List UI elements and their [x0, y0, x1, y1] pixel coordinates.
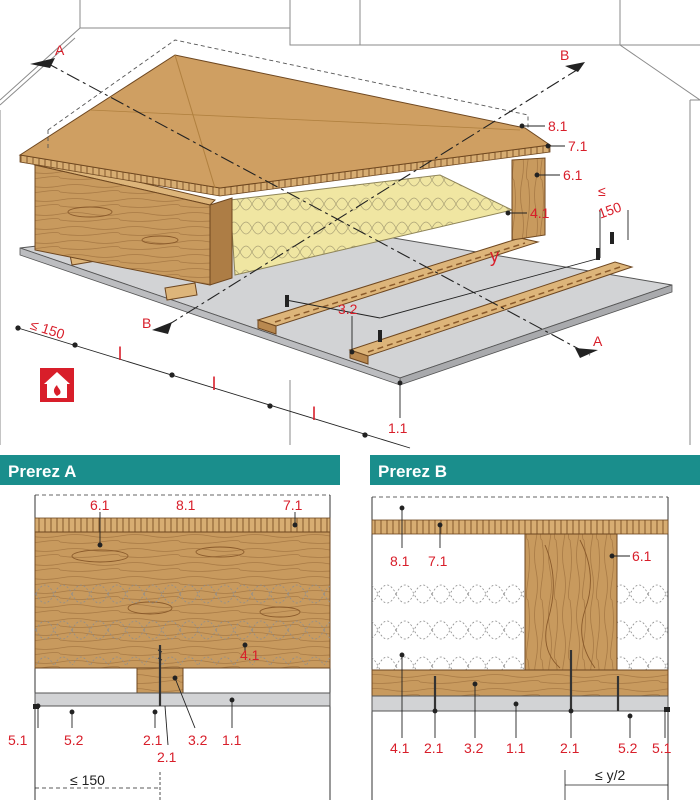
iso-label-8-1: 8.1	[548, 118, 568, 134]
iso-label-4-1: 4.1	[530, 205, 550, 221]
section-b-batten	[371, 669, 669, 697]
iso-label-3-2: 3.2	[338, 301, 358, 317]
section-b-drawing: 8.1 7.1 6.1 4.1 2.1 3.2 1.1 2.1 5.2 5.1 …	[371, 496, 672, 800]
iso-label-spacing-left: ≤ 150	[29, 316, 67, 342]
section-a-subfloor	[34, 517, 331, 533]
cut-label-a-top: A	[55, 42, 65, 58]
iso-label-1-1: 1.1	[388, 420, 408, 436]
section-b-label-8-1: 8.1	[390, 553, 410, 569]
cut-label-a-bottom: A	[593, 333, 603, 349]
section-a-label-8-1: 8.1	[176, 497, 196, 513]
iso-leaders	[349, 123, 565, 418]
section-a-label-2-1-b: 2.1	[157, 749, 177, 765]
iso-label-spacing-val: 150	[596, 199, 624, 222]
section-a-drawing: 6.1 8.1 7.1 4.1 5.1 5.2 2.1 2.1 3.2 1.1 …	[8, 494, 331, 800]
room-walls	[0, 0, 700, 445]
section-b-header: Prerez B	[370, 455, 700, 485]
section-a-label-3-2: 3.2	[188, 732, 208, 748]
section-b-label-1-1: 1.1	[506, 740, 526, 756]
section-a-label-6-1: 6.1	[90, 497, 110, 513]
section-a-dimension: ≤ 150	[70, 772, 105, 788]
section-b-label-4-1: 4.1	[390, 740, 410, 756]
timber-beam-right	[511, 157, 546, 241]
section-b-subfloor	[371, 519, 669, 535]
spacing-dimension-line	[15, 325, 411, 449]
cut-label-b-bottom: B	[142, 315, 151, 331]
section-b-label-2-1-a: 2.1	[424, 740, 444, 756]
section-a-label-1-1: 1.1	[222, 732, 242, 748]
iso-label-spacing-sym: ≤	[598, 183, 606, 199]
section-a-label-4-1: 4.1	[240, 647, 260, 663]
section-b-label-7-1: 7.1	[428, 553, 448, 569]
iso-label-7-1: 7.1	[568, 138, 588, 154]
section-b-label-3-2: 3.2	[464, 740, 484, 756]
section-a-label-5-2: 5.2	[64, 732, 84, 748]
section-a-title: Prerez A	[8, 462, 76, 481]
section-a-gypsum	[34, 692, 331, 707]
section-a-label-5-1: 5.1	[8, 732, 28, 748]
fasteners	[285, 232, 614, 342]
section-b-beam	[524, 533, 618, 671]
cut-label-b-top: B	[560, 47, 569, 63]
iso-label-6-1: 6.1	[563, 167, 583, 183]
fire-protection-icon	[40, 368, 74, 402]
section-b-label-6-1: 6.1	[632, 548, 652, 564]
isometric-view: A A B B	[0, 0, 700, 449]
battens-3-2	[256, 237, 634, 365]
section-b-label-2-1-b: 2.1	[560, 740, 580, 756]
section-a-header: Prerez A	[0, 455, 340, 485]
section-b-title: Prerez B	[378, 462, 447, 481]
floor-board-8-1	[18, 54, 552, 189]
iso-label-l-1: l	[118, 344, 122, 364]
iso-label-l-3: l	[312, 404, 316, 424]
section-line-b: B B	[142, 47, 585, 334]
section-b-dimension: ≤ y/2	[595, 767, 625, 783]
section-a-label-2-1-a: 2.1	[143, 732, 163, 748]
section-b-gypsum	[371, 695, 669, 712]
iso-label-l-2: l	[212, 374, 216, 394]
section-b-label-5-1: 5.1	[652, 740, 672, 756]
section-line-a: A A	[30, 42, 603, 358]
section-b-label-5-2: 5.2	[618, 740, 638, 756]
iso-label-y: y	[490, 246, 499, 266]
section-a-label-7-1: 7.1	[283, 497, 303, 513]
